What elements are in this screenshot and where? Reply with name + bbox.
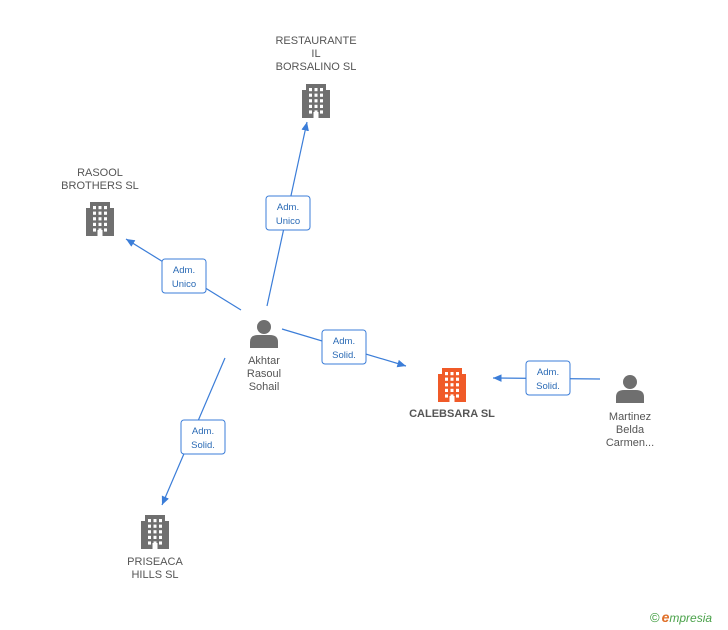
node-label-line: IL <box>311 48 320 60</box>
edge-label-text: Solid. <box>332 350 356 361</box>
edge-label-box[interactable] <box>525 360 571 396</box>
node-label-line: Sohail <box>249 381 280 393</box>
person-icon[interactable] <box>250 320 278 348</box>
node-label-line: CALEBSARA SL <box>409 408 495 420</box>
edge-martinez-calebsara: Adm. Solid. <box>492 360 601 396</box>
building-icon[interactable] <box>438 368 466 402</box>
edge-label-box[interactable] <box>180 419 226 455</box>
node-label-line: PRISEACA <box>127 556 183 568</box>
node-label-line: Rasoul <box>247 368 281 380</box>
edge-akhtar-calebsara: Adm. Solid. <box>281 328 407 368</box>
building-icon[interactable] <box>141 515 169 549</box>
brand-e: e <box>661 609 670 625</box>
brand-rest: mpresia <box>669 611 713 625</box>
edge-label-text: Adm. <box>333 336 355 347</box>
copyright-symbol: © <box>650 610 660 625</box>
edge-akhtar-rasool: Adm. Unico <box>125 238 242 311</box>
edge-label-text: Adm. <box>173 265 195 276</box>
edge-label-text: Adm. <box>192 426 214 437</box>
edge-label-box[interactable] <box>321 329 367 365</box>
edges-layer: Adm.UnicoAdm.UnicoAdm.Solid.Adm.Solid.Ad… <box>125 121 601 506</box>
edge-akhtar-priseaca: Adm. Solid. <box>161 357 226 506</box>
node-label-line: Belda <box>616 424 645 436</box>
node-label-line: RASOOL <box>77 167 123 179</box>
node-calebsara[interactable]: CALEBSARA SL <box>409 368 495 420</box>
building-icon[interactable] <box>302 84 330 118</box>
empresia-brand[interactable]: ©empresia <box>650 609 712 625</box>
node-label-line: BORSALINO SL <box>276 61 357 73</box>
edge-label-text: Adm. <box>277 202 299 213</box>
person-icon[interactable] <box>616 375 644 403</box>
node-label-line: HILLS SL <box>131 569 178 581</box>
edge-label-text: Adm. <box>537 367 559 378</box>
node-label-line: Carmen... <box>606 437 654 449</box>
edge-akhtar-restaurante: Adm. Unico <box>265 121 311 307</box>
edge-label-box[interactable] <box>265 195 311 231</box>
node-label-line: Martinez <box>609 411 651 423</box>
edge-label-box[interactable] <box>161 258 207 294</box>
node-label-line: Akhtar <box>248 355 280 367</box>
edge-label-text: Solid. <box>536 381 560 392</box>
building-icon[interactable] <box>86 202 114 236</box>
node-martinez[interactable]: MartinezBeldaCarmen... <box>606 375 654 449</box>
node-label-line: BROTHERS SL <box>61 180 139 192</box>
edge-label-text: Solid. <box>191 440 215 451</box>
edge-label-text: Unico <box>172 279 196 290</box>
node-label-line: RESTAURANTE <box>275 35 356 47</box>
edge-label-text: Unico <box>276 216 300 227</box>
